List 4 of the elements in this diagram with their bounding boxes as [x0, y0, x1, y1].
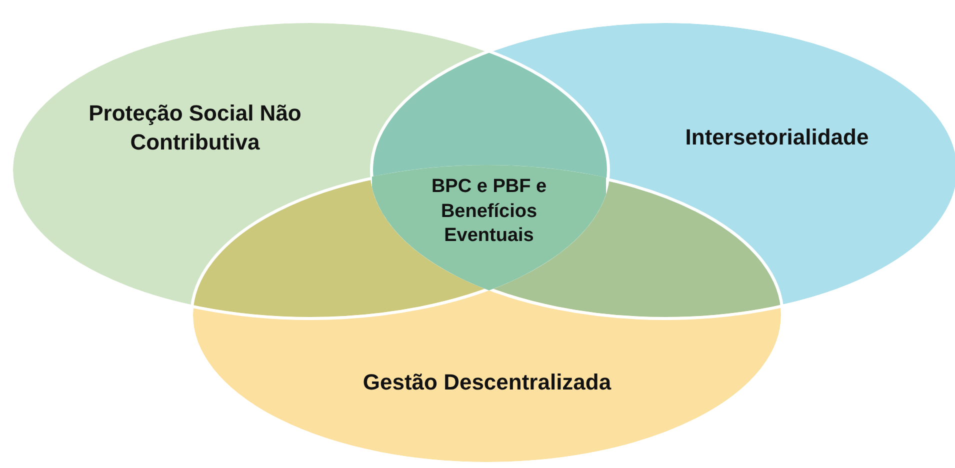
ellipse-label: Intersetorialidade [684, 124, 870, 152]
ellipse-label: Proteção Social Não Contributiva [88, 99, 302, 156]
ellipse-label: BPC e PBF e Benefícios Eventuais [430, 174, 548, 248]
ellipse-label: Gestão Descentralizada [362, 368, 612, 397]
